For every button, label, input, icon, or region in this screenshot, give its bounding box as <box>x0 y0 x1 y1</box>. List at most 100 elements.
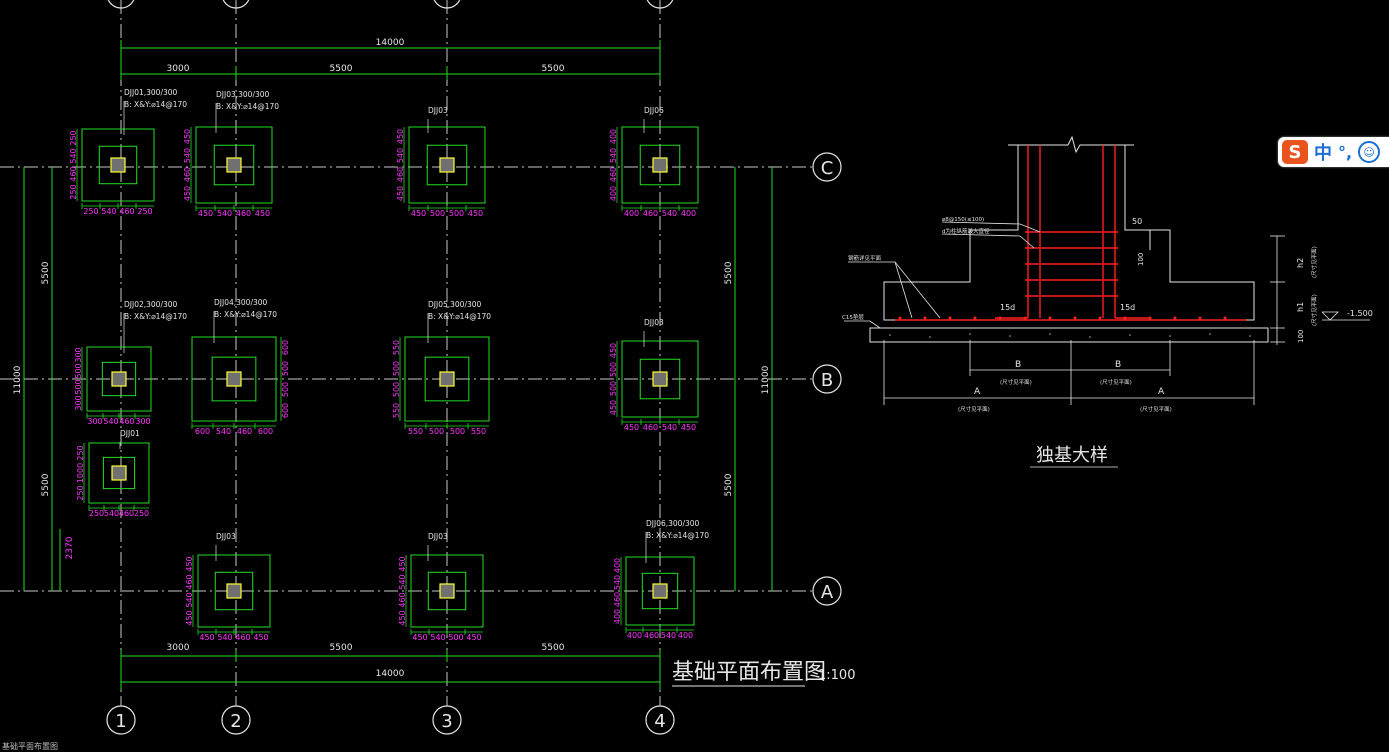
footing-dim-bottom: 540 <box>661 631 676 640</box>
axis-label-1: 1 <box>115 711 126 732</box>
dim-span-top-3: 5500 <box>542 64 565 74</box>
ime-punct-toggle[interactable]: °, <box>1338 142 1353 162</box>
footing-dim-side: 460 <box>69 166 78 181</box>
footing-dim-side: 460 <box>609 167 618 182</box>
footing-dim-bottom: 250 <box>134 509 149 518</box>
footing-dim-bottom: 460 <box>119 417 134 426</box>
footing-dim-bottom: 400 <box>678 631 693 640</box>
footing-dim-side: 460 <box>396 167 405 182</box>
footing-dim-side: 460 <box>185 574 194 589</box>
footing-dim-side: 450 <box>609 400 618 415</box>
footing-dim-bottom: 250 <box>89 509 104 518</box>
footing-dim-side: 450 <box>398 556 407 571</box>
footing-dim-bottom: 450 <box>199 633 214 642</box>
dim-v-bottom: 2370 <box>65 536 75 559</box>
footing-dim-side: 500 <box>392 382 401 397</box>
footing-dim-side: 450 <box>609 343 618 358</box>
axis-label-c: C <box>821 158 834 179</box>
axis-bubbles <box>106 0 842 735</box>
footing-dim-bottom: 550 <box>471 427 486 436</box>
dim-total-top: 14000 <box>376 38 405 48</box>
footing-name: DJJ01,300/300 <box>124 88 178 97</box>
footing-dim-side: 540 <box>185 592 194 607</box>
footing-detail-section: ⌀8@150(≤100) d为柱纵筋最大直径 钢筋详见平面 C15垫层 50 1… <box>842 135 1373 468</box>
detail-note-rebar: 钢筋详见平面 <box>848 254 882 262</box>
footing-dim-bottom: 460 <box>643 209 658 218</box>
footing-dim-bottom: 300 <box>135 417 150 426</box>
detail-b-right-note: (尺寸见平面) <box>1100 378 1132 386</box>
footing-rebar: B: X&Y:⌀14@170 <box>216 102 279 111</box>
footing-name: DJJ01 <box>120 429 140 438</box>
footing-dim-bottom: 250 <box>137 207 152 216</box>
footing-dim-side: 460 <box>398 592 407 607</box>
footing-dim-bottom: 500 <box>449 209 464 218</box>
detail-b-left: B <box>1015 360 1021 370</box>
ime-toolbar[interactable]: S 中 °, ☺ <box>1278 137 1389 167</box>
plan-scale: 1:100 <box>818 668 855 683</box>
footing-name: DJJ03 <box>644 318 664 327</box>
footing-dim-bottom: 400 <box>627 631 642 640</box>
footing-dim-bottom: 500 <box>429 427 444 436</box>
detail-dim-h1: h1 <box>1296 302 1305 312</box>
footing-dim-side: 500 <box>392 361 401 376</box>
detail-a-left: A <box>974 387 981 397</box>
detail-elevation: -1.500 <box>1347 309 1373 318</box>
detail-lap-left: 15d <box>1000 303 1015 312</box>
footing-rebar: B: X&Y:⌀14@170 <box>646 531 709 540</box>
footing-dim-bottom: 460 <box>236 209 251 218</box>
footing-djj05[interactable]: DJJ05,300/300 B: X&Y:⌀14@170 550 500 500 550 5… <box>392 300 491 436</box>
footing-dim-side: 550 <box>392 403 401 418</box>
emoji-icon[interactable]: ☺ <box>1358 141 1381 163</box>
footing-dim-side: 450 <box>185 556 194 571</box>
footing-dim-side: 540 <box>609 148 618 163</box>
detail-dim-h1-note: (尺寸见平面) <box>1310 294 1318 326</box>
footing-name: DJJ03,300/300 <box>216 90 270 99</box>
plan-title: 基础平面布置图 <box>672 660 826 685</box>
detail-lap-right: 15d <box>1120 303 1135 312</box>
sogou-logo-icon[interactable]: S <box>1282 140 1308 164</box>
footing-dim-bottom: 450 <box>468 209 483 218</box>
footing-dim-bottom: 550 <box>408 427 423 436</box>
footing-name: DJJ05,300/300 <box>428 300 482 309</box>
footing-dim-side: 450 <box>183 186 192 201</box>
footing-dim-side: 500 <box>609 362 618 377</box>
footing-dim-bottom: 450 <box>466 633 481 642</box>
footing-dim-side: 450 <box>183 129 192 144</box>
footing-dim-bottom: 500 <box>430 209 445 218</box>
footing-dim-bottom: 540 <box>103 417 118 426</box>
footing-dim-bottom: 460 <box>119 207 134 216</box>
footing-rebar: B: X&Y:⌀14@170 <box>428 312 491 321</box>
footing-dim-bottom: 540 <box>430 633 445 642</box>
detail-dim-h2: h2 <box>1296 258 1305 268</box>
footing-dim-side: 400 <box>609 186 618 201</box>
axis-label-4: 4 <box>654 711 665 732</box>
footing-dim-side: 500 <box>281 382 290 397</box>
dim-span-bot-2: 5500 <box>330 643 353 653</box>
footing-dim-side: 400 <box>613 609 622 624</box>
footing-dim-bottom: 600 <box>195 427 210 436</box>
detail-a-left-note: (尺寸见平面) <box>958 405 990 413</box>
footing-dim-side: 460 <box>183 167 192 182</box>
footing-dim-side: 300 <box>74 395 83 410</box>
dim-v-total-left: 11000 <box>13 365 23 394</box>
dim-span-bot-1: 3000 <box>167 643 190 653</box>
footing-dim-bottom: 540 <box>662 423 677 432</box>
footing-dim-bottom: 300 <box>87 417 102 426</box>
axis-label-b: B <box>821 370 833 391</box>
ime-lang-toggle[interactable]: 中 <box>1314 143 1332 164</box>
footing-dim-bottom: 500 <box>450 427 465 436</box>
footing-dim-bottom: 540 <box>662 209 677 218</box>
axis-label-a: A <box>821 582 834 603</box>
